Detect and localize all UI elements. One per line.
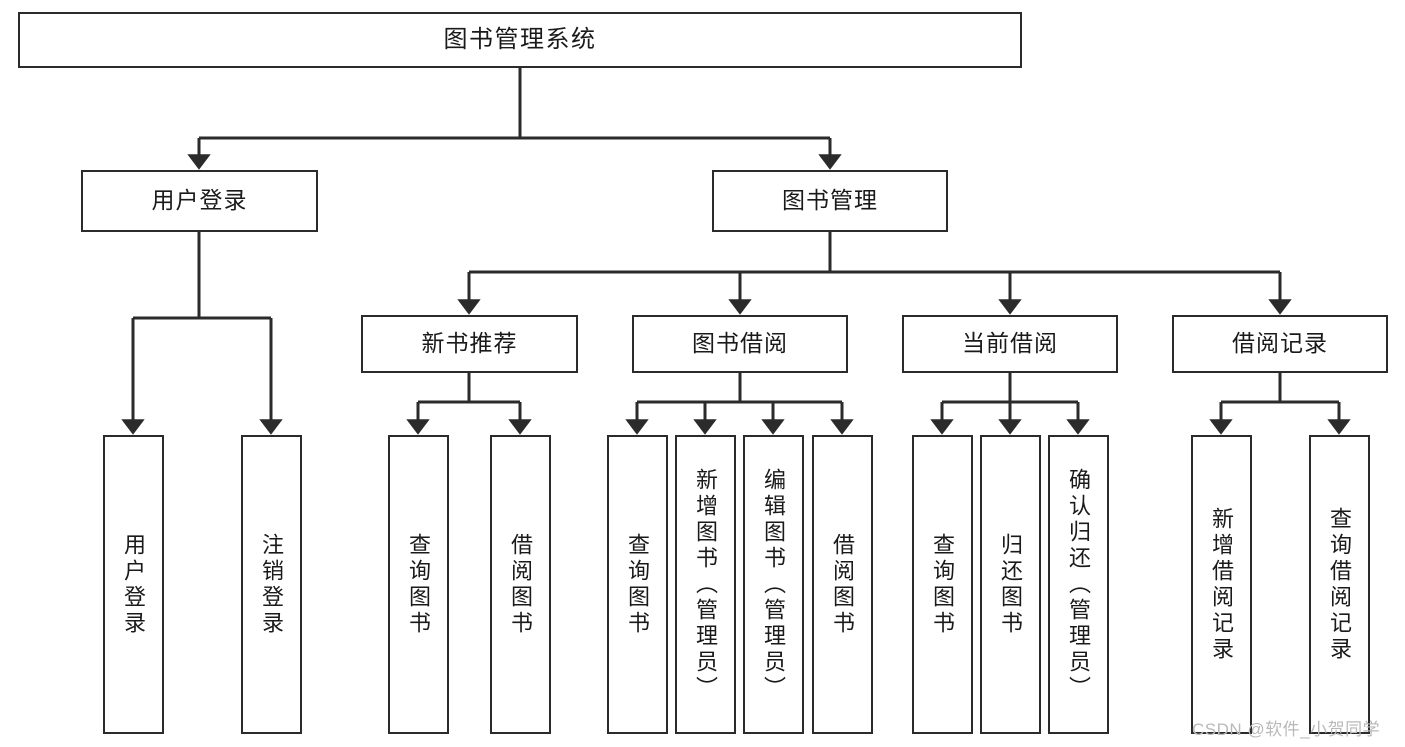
leaf-query-book-current-label: 查询图书 [930, 532, 956, 637]
watermark-text: CSDN @软件_小贺同学 [1192, 720, 1381, 739]
leaf-user-login-label: 用户登录 [121, 532, 147, 637]
node-current-borrow-label: 当前借阅 [962, 330, 1058, 357]
leaf-borrow-book[interactable]: 借阅图书 [812, 435, 873, 734]
node-root[interactable]: 图书管理系统 [18, 12, 1022, 68]
leaf-borrow-book-recommend[interactable]: 借阅图书 [490, 435, 551, 734]
leaf-query-book-recommend[interactable]: 查询图书 [388, 435, 449, 734]
leaf-query-book-borrow-label: 查询图书 [625, 532, 651, 637]
leaf-user-login[interactable]: 用户登录 [103, 435, 164, 734]
leaf-logout[interactable]: 注销登录 [241, 435, 302, 734]
leaf-return-book[interactable]: 归还图书 [980, 435, 1041, 734]
node-new-book-recommend-label: 新书推荐 [421, 330, 518, 357]
node-borrow-record[interactable]: 借阅记录 [1172, 315, 1388, 373]
leaf-add-borrow-record[interactable]: 新增借阅记录 [1191, 435, 1252, 734]
leaf-borrow-book-label: 借阅图书 [830, 532, 856, 637]
leaf-confirm-return-admin[interactable]: 确认归还（管理员） [1048, 435, 1109, 734]
node-book-borrow-label: 图书借阅 [692, 330, 788, 357]
node-new-book-recommend[interactable]: 新书推荐 [361, 315, 578, 373]
leaf-query-borrow-record[interactable]: 查询借阅记录 [1309, 435, 1370, 734]
leaf-add-book-admin[interactable]: 新增图书（管理员） [675, 435, 736, 734]
leaf-edit-book-admin[interactable]: 编辑图书（管理员） [743, 435, 804, 734]
leaf-borrow-book-recommend-label: 借阅图书 [508, 532, 534, 637]
node-user-login-label: 用户登录 [151, 187, 248, 214]
node-current-borrow[interactable]: 当前借阅 [902, 315, 1118, 373]
leaf-query-borrow-record-label: 查询借阅记录 [1327, 506, 1353, 663]
node-root-label: 图书管理系统 [443, 25, 597, 53]
node-borrow-record-label: 借阅记录 [1232, 330, 1328, 357]
leaf-edit-book-admin-label: 编辑图书（管理员） [761, 467, 787, 702]
leaf-query-book-borrow[interactable]: 查询图书 [607, 435, 668, 734]
leaf-add-book-admin-label: 新增图书（管理员） [693, 467, 719, 702]
leaf-query-book-current[interactable]: 查询图书 [912, 435, 973, 734]
leaf-return-book-label: 归还图书 [998, 532, 1024, 637]
node-book-management[interactable]: 图书管理 [712, 170, 948, 232]
leaf-add-borrow-record-label: 新增借阅记录 [1209, 506, 1235, 663]
node-book-management-label: 图书管理 [782, 187, 878, 214]
leaf-confirm-return-admin-label: 确认归还（管理员） [1066, 467, 1092, 702]
node-user-login[interactable]: 用户登录 [81, 170, 318, 232]
leaf-logout-label: 注销登录 [259, 532, 285, 637]
leaf-query-book-recommend-label: 查询图书 [406, 532, 432, 637]
node-book-borrow[interactable]: 图书借阅 [632, 315, 848, 373]
